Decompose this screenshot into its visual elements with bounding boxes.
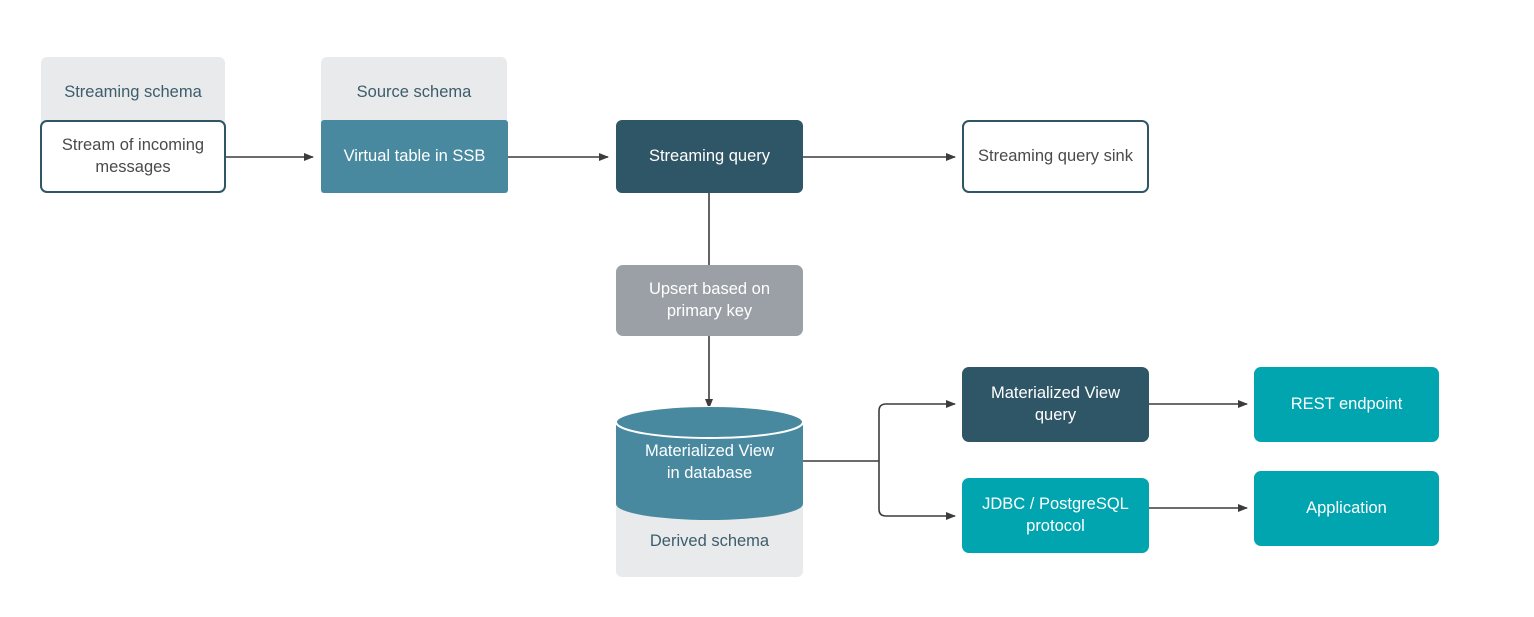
node-streaming-query-sink[interactable]: Streaming query sink [962,120,1149,193]
node-streaming-query[interactable]: Streaming query [616,120,803,193]
group-label-source-schema: Source schema [356,83,472,101]
cylinder-shape [616,406,803,520]
node-jdbc-postgresql-protocol[interactable]: JDBC / PostgreSQL protocol [962,478,1149,553]
node-rest-endpoint[interactable]: REST endpoint [1254,367,1439,442]
group-label-streaming-schema: Streaming schema [64,83,202,101]
node-upsert-based-on-primary-key[interactable]: Upsert based on primary key [616,265,803,336]
node-virtual-table-in-ssb[interactable]: Virtual table in SSB [321,120,508,193]
edge-materialized-view-to-mv-query [878,400,956,461]
node-materialized-view-in-database[interactable]: Materialized View in database [616,406,803,520]
node-materialized-view-query[interactable]: Materialized View query [962,367,1149,442]
group-label-derived-schema: Derived schema [649,532,770,550]
edge-materialized-view-to-jdbc [878,461,956,520]
node-application[interactable]: Application [1254,471,1439,546]
node-stream-of-incoming-messages[interactable]: Stream of incoming messages [40,120,226,193]
node-materialized-view-in-database-label: Materialized View in database [644,442,774,482]
